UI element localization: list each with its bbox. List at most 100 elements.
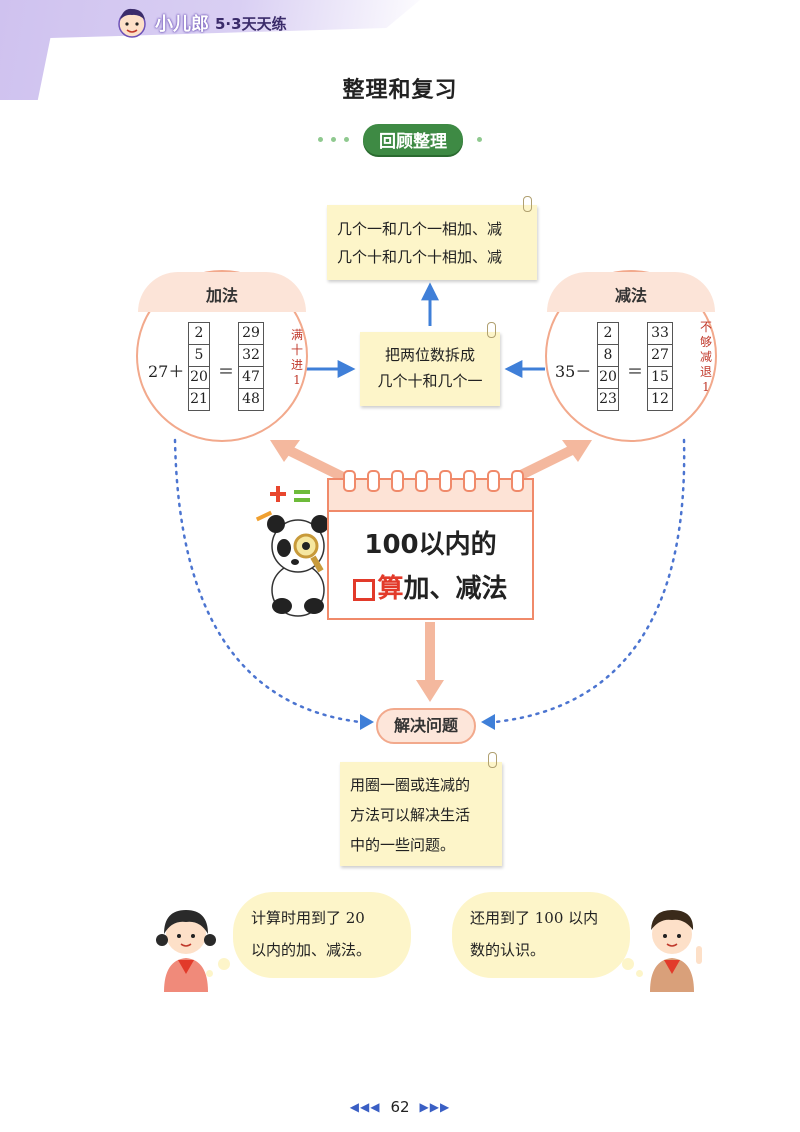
page-footer: ◀◀◀ 62 ▶▶▶: [0, 1098, 800, 1116]
boy-mascot-icon: [118, 8, 146, 38]
note-line: 方法可以解决生活: [350, 806, 471, 824]
note-char: 够: [699, 335, 712, 349]
subtraction-title: 减法: [614, 286, 647, 305]
paperclip-icon: [523, 196, 532, 212]
table-cell: 15: [648, 367, 672, 389]
note-line: 几个一和几个一相加、减: [337, 220, 503, 238]
arrow-to-subtraction: [512, 441, 583, 483]
calendar-ring: [391, 470, 404, 492]
calendar-header: [329, 470, 532, 512]
arrowhead-left: [360, 714, 374, 730]
topic-title-line1: 100以内的: [364, 530, 497, 560]
dotted-curve-right: [493, 438, 686, 724]
decor-dot: [318, 137, 323, 142]
page-title: 整理和复习: [342, 78, 458, 103]
paperclip-icon: [487, 322, 496, 338]
speech-bubble-boy: 还用到了 100 以内 数的认识。: [452, 892, 630, 978]
arrowhead-to-subtraction: [562, 440, 592, 462]
bubble-tail-dot: [622, 958, 634, 970]
bubble-tail-dot: [636, 970, 643, 977]
note-line: 中的一些问题。: [350, 836, 456, 854]
red-char: 算: [377, 574, 404, 604]
table-cell: 29: [239, 323, 263, 345]
calendar-ring: [463, 470, 476, 492]
bubble-line: 数的认识。: [470, 941, 546, 959]
note-split-number: 把两位数拆成 几个十和几个一: [360, 332, 500, 406]
brand-name: 小儿郎: [155, 14, 209, 35]
note-line: 几个十和几个十相加、减: [337, 248, 503, 266]
note-char: 进: [290, 358, 303, 372]
equals-sign: ＝: [218, 362, 235, 381]
section-label: 回顾整理: [363, 124, 463, 155]
note-line: 用圈一圈或连减的: [350, 776, 471, 794]
calendar-ring: [415, 470, 428, 492]
panda-magnifier-icon: [267, 515, 329, 617]
paperclip-icon: [488, 752, 497, 768]
note-line: 把两位数拆成: [384, 346, 475, 364]
table-cell: 23: [599, 391, 617, 407]
table-cell: 27: [648, 345, 672, 367]
equals-sign: ＝: [627, 362, 644, 381]
table-cell: 20: [598, 367, 618, 389]
calendar-ring: [511, 470, 524, 492]
page-number: 62: [390, 1098, 410, 1116]
calendar-ring: [439, 470, 452, 492]
arrowhead-to-solve: [416, 680, 444, 702]
table-cell: 2: [598, 323, 618, 345]
note-tens-ones-combine: 几个一和几个一相加、减 几个十和几个十相加、减: [327, 205, 537, 280]
brand-logo: 小儿郎 5·3天天练: [115, 4, 287, 42]
note-char: 1: [293, 373, 301, 387]
dotted-curve-left: [173, 438, 362, 724]
table-cell: 21: [190, 391, 208, 407]
math-symbols-icon: [255, 486, 310, 522]
borrow-note: 不 够 减 退 1: [699, 320, 713, 395]
calendar-ring: [343, 470, 356, 492]
note-char: 不: [699, 320, 712, 334]
table-cell: 48: [242, 391, 260, 407]
note-char: 减: [699, 350, 712, 364]
table-cell: 2: [189, 323, 209, 345]
bubble-tail-dot: [218, 958, 230, 970]
calendar-ring: [367, 470, 380, 492]
decor-dot: [477, 137, 482, 142]
table-cell: 20: [189, 367, 209, 389]
section-header: 回顾整理: [0, 124, 800, 155]
circle-header-band: [138, 272, 306, 312]
solve-problems-label: 解决问题: [376, 708, 476, 744]
addition-results-column: 29 32 47 48: [238, 322, 264, 411]
circle-header-band: [547, 272, 715, 312]
table-cell: 32: [239, 345, 263, 367]
bubble-line: 计算时用到了 20: [251, 909, 365, 927]
addends-column: 2 5 20 21: [188, 322, 210, 411]
prev-page-arrows[interactable]: ◀◀◀: [349, 1100, 381, 1114]
addition-base: 27＋: [148, 362, 185, 381]
calendar-ring: [487, 470, 500, 492]
note-char: 满: [290, 328, 303, 342]
bubble-line: 还用到了 100 以内: [470, 909, 599, 927]
bubble-line: 以内的加、减法。: [251, 941, 372, 959]
boy-student-icon: [650, 910, 702, 992]
table-cell: 33: [648, 323, 672, 345]
subtraction-results-column: 33 27 15 12: [647, 322, 673, 411]
next-page-arrows[interactable]: ▶▶▶: [419, 1100, 451, 1114]
note-char: 1: [702, 380, 710, 394]
red-box-mark: [353, 578, 376, 601]
subtraction-circle: 减法 35－ 2 8 20 23 ＝ 33 27 15 12 不 够 减 退 1: [545, 270, 717, 442]
note-char: 退: [699, 365, 712, 379]
addition-circle: 加法 27＋ 2 5 20 21 ＝ 29 32 47 48 满 十 进 1: [136, 270, 308, 442]
table-cell: 8: [598, 345, 618, 367]
girl-student-icon: [156, 910, 216, 992]
topic-title-rest: 加、减法: [403, 574, 508, 604]
topic-calendar: 100以内的 算加、减法: [327, 470, 534, 620]
note-solve-method: 用圈一圈或连减的 方法可以解决生活 中的一些问题。: [340, 762, 502, 866]
arrowhead-to-addition: [270, 440, 300, 462]
decor-dot: [331, 137, 336, 142]
subtrahends-column: 2 8 20 23: [597, 322, 619, 411]
table-cell: 47: [239, 367, 263, 389]
note-line: 几个十和几个一: [377, 372, 483, 390]
note-char: 十: [290, 343, 303, 357]
table-cell: 5: [189, 345, 209, 367]
topic-title-line2: 算加、减法: [329, 568, 532, 605]
table-cell: 12: [651, 391, 669, 407]
